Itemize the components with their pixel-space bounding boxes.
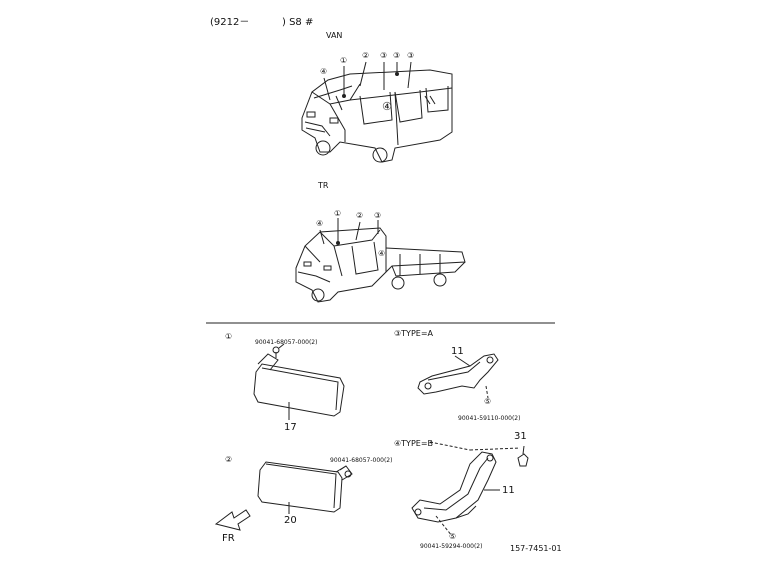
van-callout-3b: ③: [393, 51, 401, 60]
section-type-b: ④TYPE=B: [394, 439, 434, 448]
visor-item-number-17: 17: [284, 422, 297, 433]
screw-part-number-grip-b: 90041-59294-000(2): [420, 543, 483, 550]
sun-visor-17: [253, 346, 345, 420]
van-callout-3c: ③: [407, 51, 415, 60]
section-type-a: ③TYPE=A: [394, 329, 433, 338]
van-view-label: VAN: [326, 31, 343, 40]
screw-part-number-2: 90041-68057-000(2): [330, 457, 393, 464]
truck-callout-3: ③: [374, 211, 382, 220]
assist-grip-type-b: [411, 441, 521, 537]
section-visor-1: ①: [225, 332, 233, 341]
section-visor-2: ②: [225, 455, 233, 464]
screw-part-number-grip-a: 90041-59110-000(2): [458, 415, 521, 422]
assist-grip-type-a: [417, 353, 499, 399]
van-callout-1: ①: [340, 56, 348, 65]
marker-5-type-a: ⑤: [484, 397, 492, 406]
grip-item-number-b: 11: [502, 485, 515, 496]
truck-illustration: [295, 227, 466, 303]
front-direction-arrow: [214, 509, 251, 531]
cap-item-number-31: 31: [514, 431, 527, 442]
truck-view-label: TR: [318, 181, 329, 190]
diagram-reference-number: 157-7451-01: [510, 544, 562, 553]
van-illustration: [301, 69, 453, 163]
marker-5-type-b: ⑤: [449, 532, 457, 541]
front-direction-label: FR: [222, 533, 235, 544]
truck-callout-2: ②: [356, 211, 364, 220]
grip-item-number-a: 11: [451, 346, 464, 357]
model-code-label: ) S8 #: [282, 17, 314, 28]
van-callout-4a: ④: [320, 67, 328, 76]
van-callout-4b: ④: [382, 100, 392, 113]
truck-callout-4a: ④: [316, 219, 324, 228]
sun-visor-20: [257, 461, 353, 514]
truck-callout-1: ①: [334, 209, 342, 218]
visor-item-number-20: 20: [284, 515, 297, 526]
date-range-label: (9212－: [210, 17, 250, 28]
van-callout-3a: ③: [380, 51, 388, 60]
screw-part-number-1: 90041-68057-000(2): [255, 339, 318, 346]
van-callout-2: ②: [362, 51, 370, 60]
grip-cap-31: [517, 445, 529, 467]
truck-callout-4b: ④: [378, 249, 386, 258]
